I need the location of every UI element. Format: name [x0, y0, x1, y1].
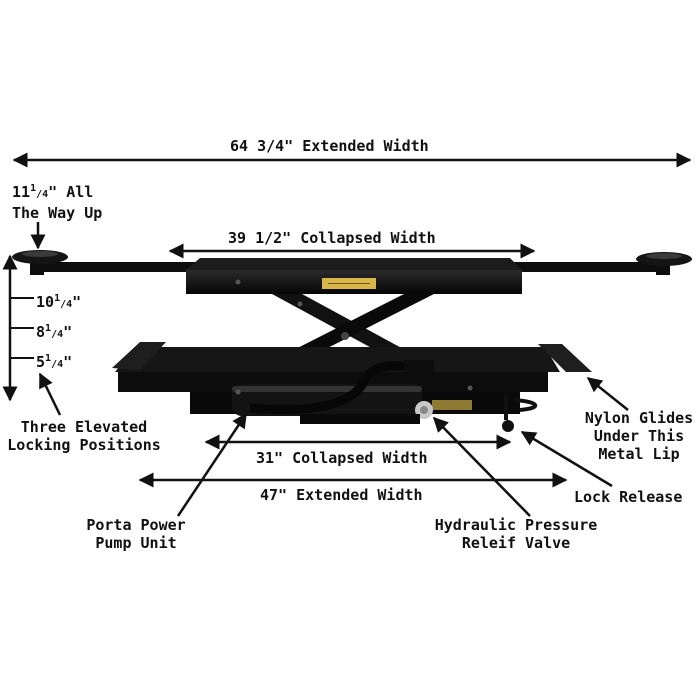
- top-lift-table: [186, 258, 522, 270]
- three-elevated-arrow: [38, 372, 62, 416]
- lock-release-knob: [502, 420, 514, 432]
- hydraulic-hose: [249, 361, 411, 415]
- left-metal-lip: [112, 342, 166, 370]
- base-frame-top: [115, 347, 560, 372]
- nylon-glides-arrow: [586, 377, 629, 411]
- collapsed-width-bottom-label: 31" Collapsed Width: [256, 449, 428, 467]
- porta-power-label: Porta Power Pump Unit: [86, 516, 186, 552]
- right-extension-arm: [510, 262, 665, 272]
- collapsed-width-top-label: 39 1/2" Collapsed Width: [228, 229, 436, 247]
- nylon-glides-label: Nylon Glides Under This Metal Lip: [584, 409, 694, 463]
- extended-width-bottom-label: 47" Extended Width: [260, 486, 423, 504]
- height-label-8: 81/4": [36, 323, 73, 341]
- lock-release-arrow: [520, 430, 613, 488]
- scissor-arm-b: [266, 294, 434, 364]
- three-elevated-label: Three Elevated Locking Positions: [7, 418, 161, 454]
- extended-width-top-label: 64 3/4" Extended Width: [230, 137, 429, 155]
- rolling-jack: [12, 250, 692, 432]
- all-the-way-up-label: 111/4" All The Way Up: [12, 180, 102, 222]
- right-metal-lip: [538, 344, 592, 372]
- base-frame: [118, 372, 548, 392]
- all-the-way-up-line1: 111/4" All: [12, 183, 94, 201]
- height-label-10: 101/4": [36, 293, 82, 311]
- all-the-way-up-line2: The Way Up: [12, 204, 103, 222]
- hydraulic-valve-arrow: [432, 416, 531, 517]
- porta-power-arrow: [176, 412, 248, 517]
- lock-release-label: Lock Release: [574, 488, 683, 506]
- height-label-5: 51/4": [36, 353, 73, 371]
- left-extension-arm: [40, 262, 200, 272]
- hydraulic-valve-label: Hydraulic Pressure Releif Valve: [434, 516, 598, 552]
